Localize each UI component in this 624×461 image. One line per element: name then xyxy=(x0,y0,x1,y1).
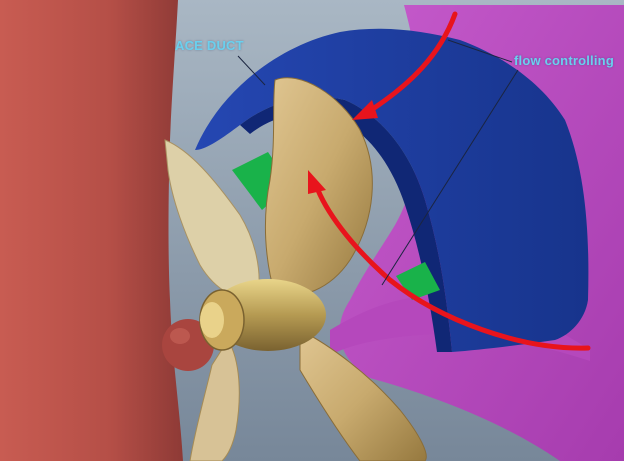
hull-boss-highlight xyxy=(170,328,190,344)
propeller-hub-nose xyxy=(200,302,224,338)
flow-controlling-label: flow controlling xyxy=(514,53,614,68)
hull xyxy=(0,0,183,461)
ace-duct-label: ACE DUCT xyxy=(175,38,244,53)
